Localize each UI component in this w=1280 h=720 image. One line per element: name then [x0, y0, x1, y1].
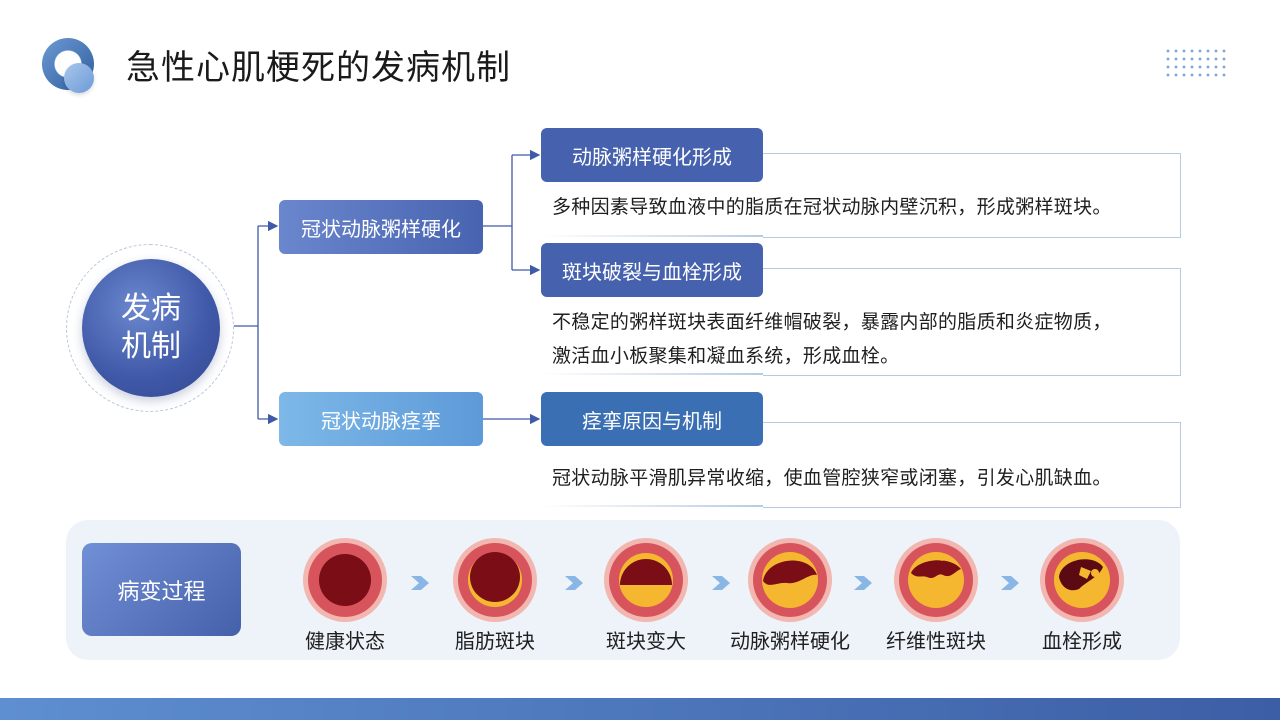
- center-label-line2: 机制: [121, 329, 181, 364]
- arrow-right-icon: [854, 576, 872, 590]
- detail-text-2-line-2: 激活血小板聚集和凝血系统，形成血栓。: [552, 345, 900, 367]
- detail-title-plaque-rupture: 斑块破裂与血栓形成: [541, 243, 763, 297]
- center-label-line1: 发病: [121, 291, 181, 326]
- footer-bar: [0, 698, 1280, 720]
- detail-frame-3-underline: [541, 505, 763, 507]
- artery-healthy-icon: [303, 538, 387, 622]
- detail-frame-2-underline: [541, 373, 763, 375]
- detail-text-2: 不稳定的粥样斑块表面纤维帽破裂，暴露内部的脂质和炎症物质， 激活血小板聚集和凝血…: [552, 305, 1112, 373]
- arrow-right-icon: [565, 576, 583, 590]
- process-label: 病变过程: [82, 543, 241, 636]
- stage-label-thrombus: 血栓形成: [1042, 629, 1122, 653]
- page-title: 急性心肌梗死的发病机制: [126, 48, 511, 88]
- detail-frame-1-underline: [541, 235, 763, 237]
- detail-text-1-line: 多种因素导致血液中的脂质在冠状动脉内壁沉积，形成粥样斑块。: [552, 196, 1112, 218]
- decorative-dot-grid-icon: [1164, 47, 1230, 79]
- detail-text-3-line: 冠状动脉平滑肌异常收缩，使血管腔狭窄或闭塞，引发心肌缺血。: [552, 467, 1112, 489]
- arrow-right-icon: [1001, 576, 1019, 590]
- arrow-right-icon: [411, 576, 429, 590]
- detail-text-3: 冠状动脉平滑肌异常收缩，使血管腔狭窄或闭塞，引发心肌缺血。: [552, 461, 1112, 495]
- detail-title-spasm-mechanism: 痉挛原因与机制: [541, 392, 763, 446]
- stage-label-atherosclerosis: 动脉粥样硬化: [730, 629, 850, 653]
- branch-coronary-spasm: 冠状动脉痉挛: [279, 392, 483, 446]
- artery-plaque-enlarged-icon: [604, 538, 688, 622]
- stage-label-plaque-enlarged: 斑块变大: [606, 629, 686, 653]
- detail-frame-1: [763, 153, 1181, 238]
- center-circle-ring: [66, 244, 234, 412]
- detail-text-1: 多种因素导致血液中的脂质在冠状动脉内壁沉积，形成粥样斑块。: [552, 190, 1112, 224]
- logo-dot-icon: [64, 63, 94, 93]
- detail-frame-2: [763, 268, 1181, 376]
- detail-frame-3: [763, 422, 1181, 508]
- artery-fatty-plaque-icon: [453, 538, 537, 622]
- arrow-right-icon: [712, 576, 730, 590]
- detail-title-plaque-formation: 动脉粥样硬化形成: [541, 128, 763, 182]
- stage-label-healthy: 健康状态: [305, 629, 385, 653]
- stage-label-fatty-plaque: 脂肪斑块: [455, 629, 535, 653]
- branch-atherosclerosis: 冠状动脉粥样硬化: [279, 200, 483, 254]
- stage-label-fibrous-plaque: 纤维性斑块: [886, 629, 986, 653]
- connector-lines: [234, 149, 541, 425]
- detail-text-2-line-1: 不稳定的粥样斑块表面纤维帽破裂，暴露内部的脂质和炎症物质，: [552, 311, 1112, 333]
- center-circle: 发病 机制: [82, 259, 220, 397]
- artery-thrombus-icon: [1040, 538, 1124, 622]
- artery-fibrous-plaque-icon: [894, 538, 978, 622]
- artery-atherosclerosis-icon: [748, 538, 832, 622]
